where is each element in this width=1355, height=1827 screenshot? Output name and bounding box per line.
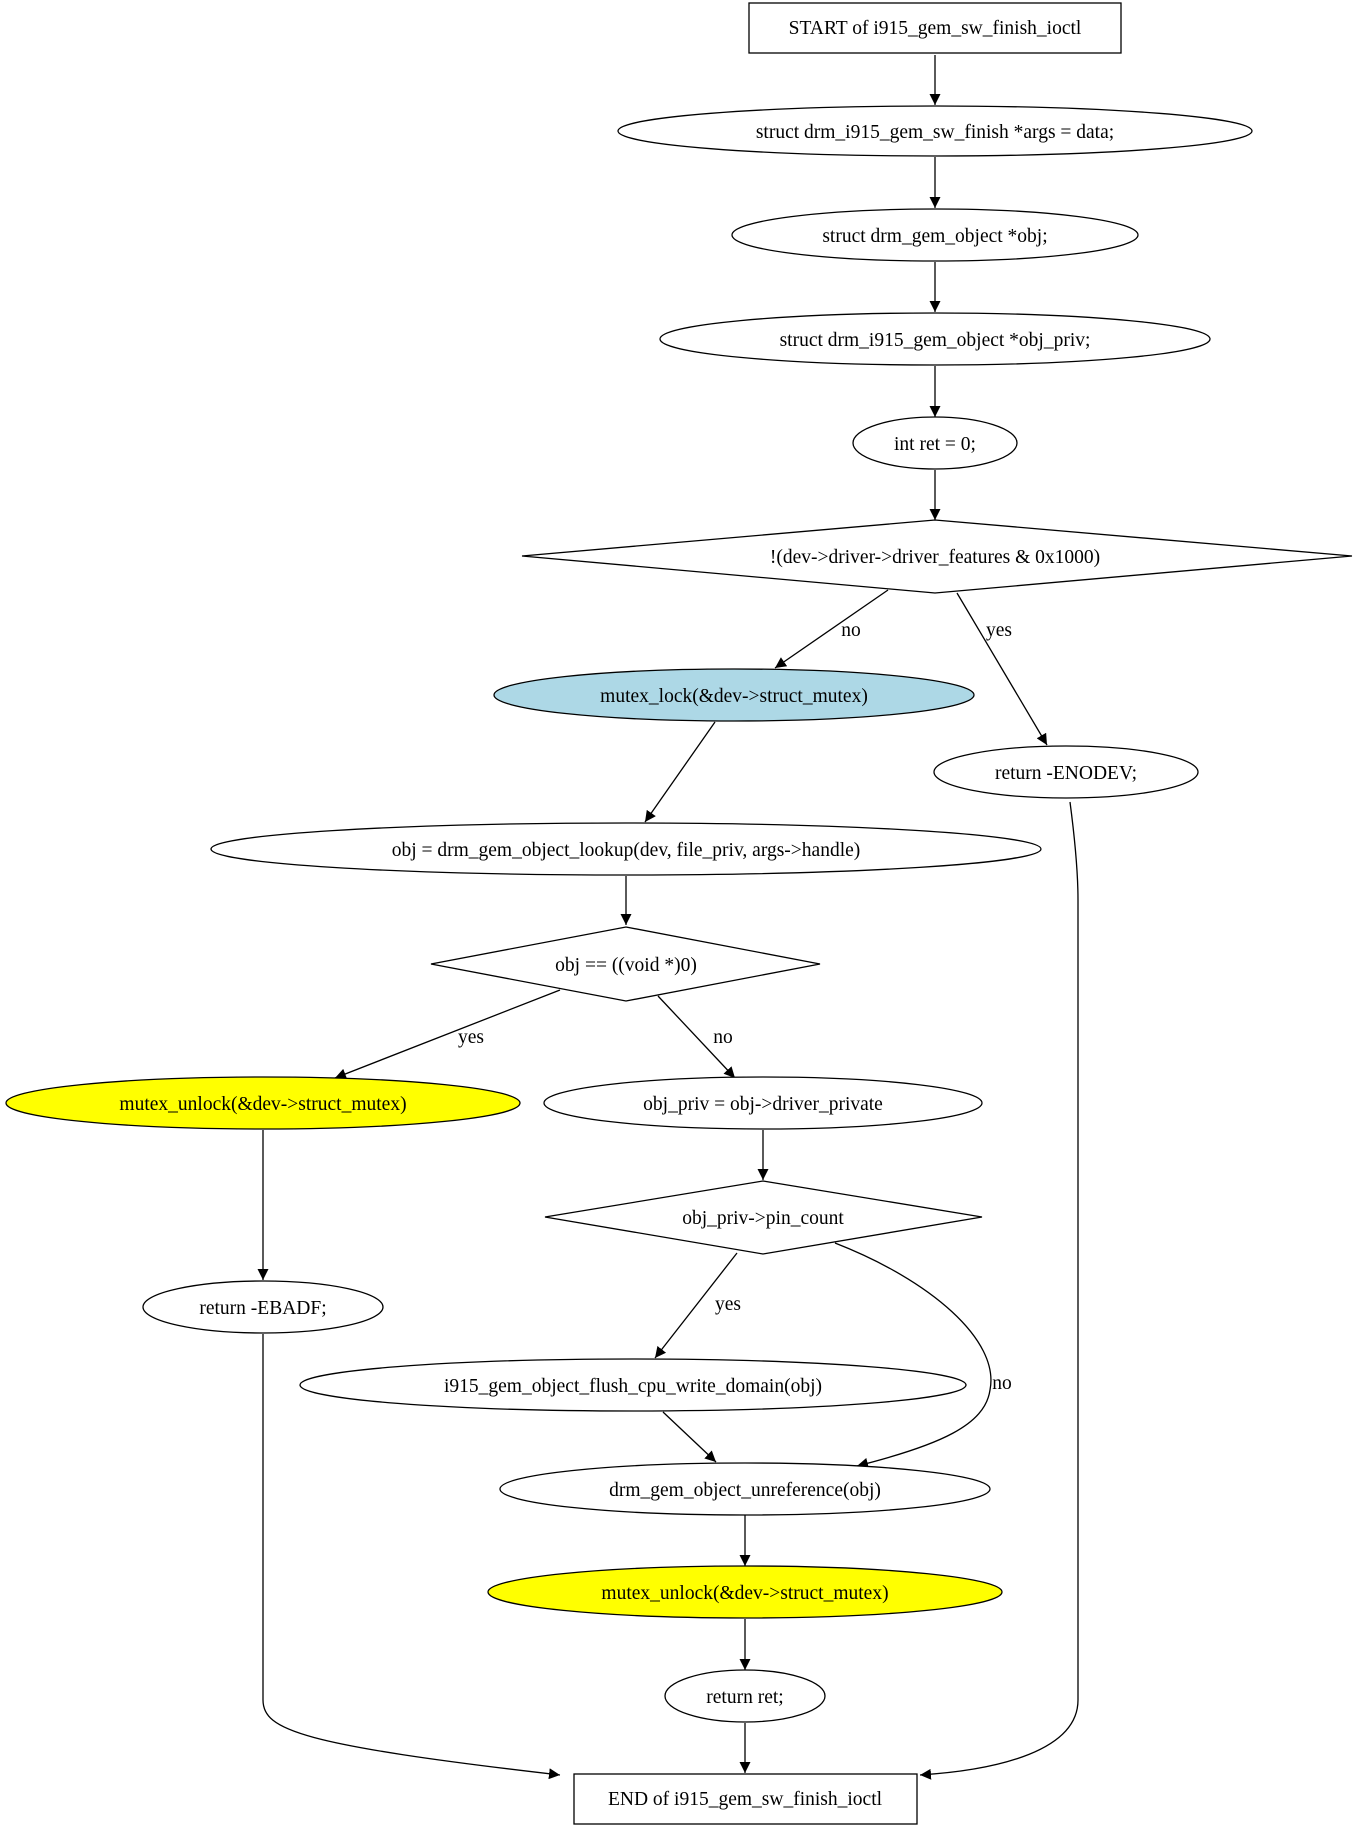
node-check-null-label: obj == ((void *)0)	[555, 955, 697, 976]
edge-enodev-to-end	[919, 801, 1079, 1780]
node-decl-obj-priv-label: struct drm_i915_gem_object *obj_priv;	[780, 330, 1091, 351]
edge-pin-no	[834, 1242, 992, 1469]
node-decl-args-label: struct drm_i915_gem_sw_finish *args = da…	[756, 122, 1114, 143]
node-end: END of i915_gem_sw_finish_ioctl	[573, 1773, 918, 1825]
node-decl-ret-label: int ret = 0;	[894, 434, 976, 455]
edge-lock-to-lookup	[644, 721, 716, 823]
edge-features-no	[774, 589, 889, 669]
edge-label-pin-yes: yes	[715, 1294, 741, 1315]
node-flush: i915_gem_object_flush_cpu_write_domain(o…	[299, 1358, 967, 1412]
edge-null-no	[657, 995, 736, 1079]
node-unlock-left-label: mutex_unlock(&dev->struct_mutex)	[119, 1094, 406, 1115]
node-unlock-right: mutex_unlock(&dev->struct_mutex)	[487, 1565, 1003, 1619]
node-return-enodev: return -ENODEV;	[933, 745, 1199, 799]
node-decl-obj-label: struct drm_gem_object *obj;	[822, 226, 1047, 247]
edge-label-features-yes: yes	[986, 620, 1012, 641]
node-check-null: obj == ((void *)0)	[430, 926, 821, 1002]
edge-label-features-no: no	[841, 620, 861, 641]
node-check-features-label: !(dev->driver->driver_features & 0x1000)	[770, 547, 1100, 568]
edge-flush-to-unref	[662, 1411, 717, 1463]
edge-features-yes	[956, 592, 1048, 746]
node-assign-priv: obj_priv = obj->driver_private	[543, 1076, 983, 1130]
node-return-enodev-label: return -ENODEV;	[995, 763, 1137, 784]
node-assign-priv-label: obj_priv = obj->driver_private	[643, 1094, 883, 1115]
node-mutex-lock: mutex_lock(&dev->struct_mutex)	[493, 668, 975, 722]
node-start: START of i915_gem_sw_finish_ioctl	[748, 2, 1122, 54]
edge-pin-yes	[654, 1252, 738, 1359]
node-mutex-lock-label: mutex_lock(&dev->struct_mutex)	[600, 686, 868, 707]
edge-label-pin-no: no	[992, 1373, 1012, 1394]
edge-labels: no yes yes no yes no	[458, 620, 1012, 1394]
node-decl-obj: struct drm_gem_object *obj;	[731, 208, 1139, 262]
node-return-ebadf: return -EBADF;	[142, 1280, 384, 1334]
node-decl-obj-priv: struct drm_i915_gem_object *obj_priv;	[659, 312, 1211, 366]
edge-label-null-no: no	[713, 1027, 733, 1048]
node-check-features: !(dev->driver->driver_features & 0x1000)	[521, 519, 1353, 594]
edge-label-null-yes: yes	[458, 1027, 484, 1048]
node-flush-label: i915_gem_object_flush_cpu_write_domain(o…	[444, 1376, 822, 1397]
node-check-pin-label: obj_priv->pin_count	[682, 1208, 844, 1229]
node-decl-args: struct drm_i915_gem_sw_finish *args = da…	[617, 105, 1253, 157]
node-return-ret: return ret;	[664, 1669, 826, 1723]
node-unlock-right-label: mutex_unlock(&dev->struct_mutex)	[601, 1583, 888, 1604]
node-check-pin: obj_priv->pin_count	[544, 1180, 983, 1255]
node-lookup-label: obj = drm_gem_object_lookup(dev, file_pr…	[392, 840, 861, 861]
node-return-ebadf-label: return -EBADF;	[199, 1298, 326, 1319]
node-lookup: obj = drm_gem_object_lookup(dev, file_pr…	[210, 822, 1042, 876]
node-unlock-left: mutex_unlock(&dev->struct_mutex)	[5, 1076, 521, 1130]
node-start-label: START of i915_gem_sw_finish_ioctl	[789, 18, 1082, 39]
edge-ebadf-to-end	[262, 1334, 561, 1780]
edge-null-yes	[334, 989, 561, 1080]
edges	[257, 55, 1079, 1780]
node-decl-ret: int ret = 0;	[852, 416, 1018, 470]
node-unreference: drm_gem_object_unreference(obj)	[499, 1462, 991, 1516]
node-return-ret-label: return ret;	[706, 1687, 783, 1708]
node-end-label: END of i915_gem_sw_finish_ioctl	[608, 1789, 883, 1810]
node-unreference-label: drm_gem_object_unreference(obj)	[609, 1480, 881, 1501]
